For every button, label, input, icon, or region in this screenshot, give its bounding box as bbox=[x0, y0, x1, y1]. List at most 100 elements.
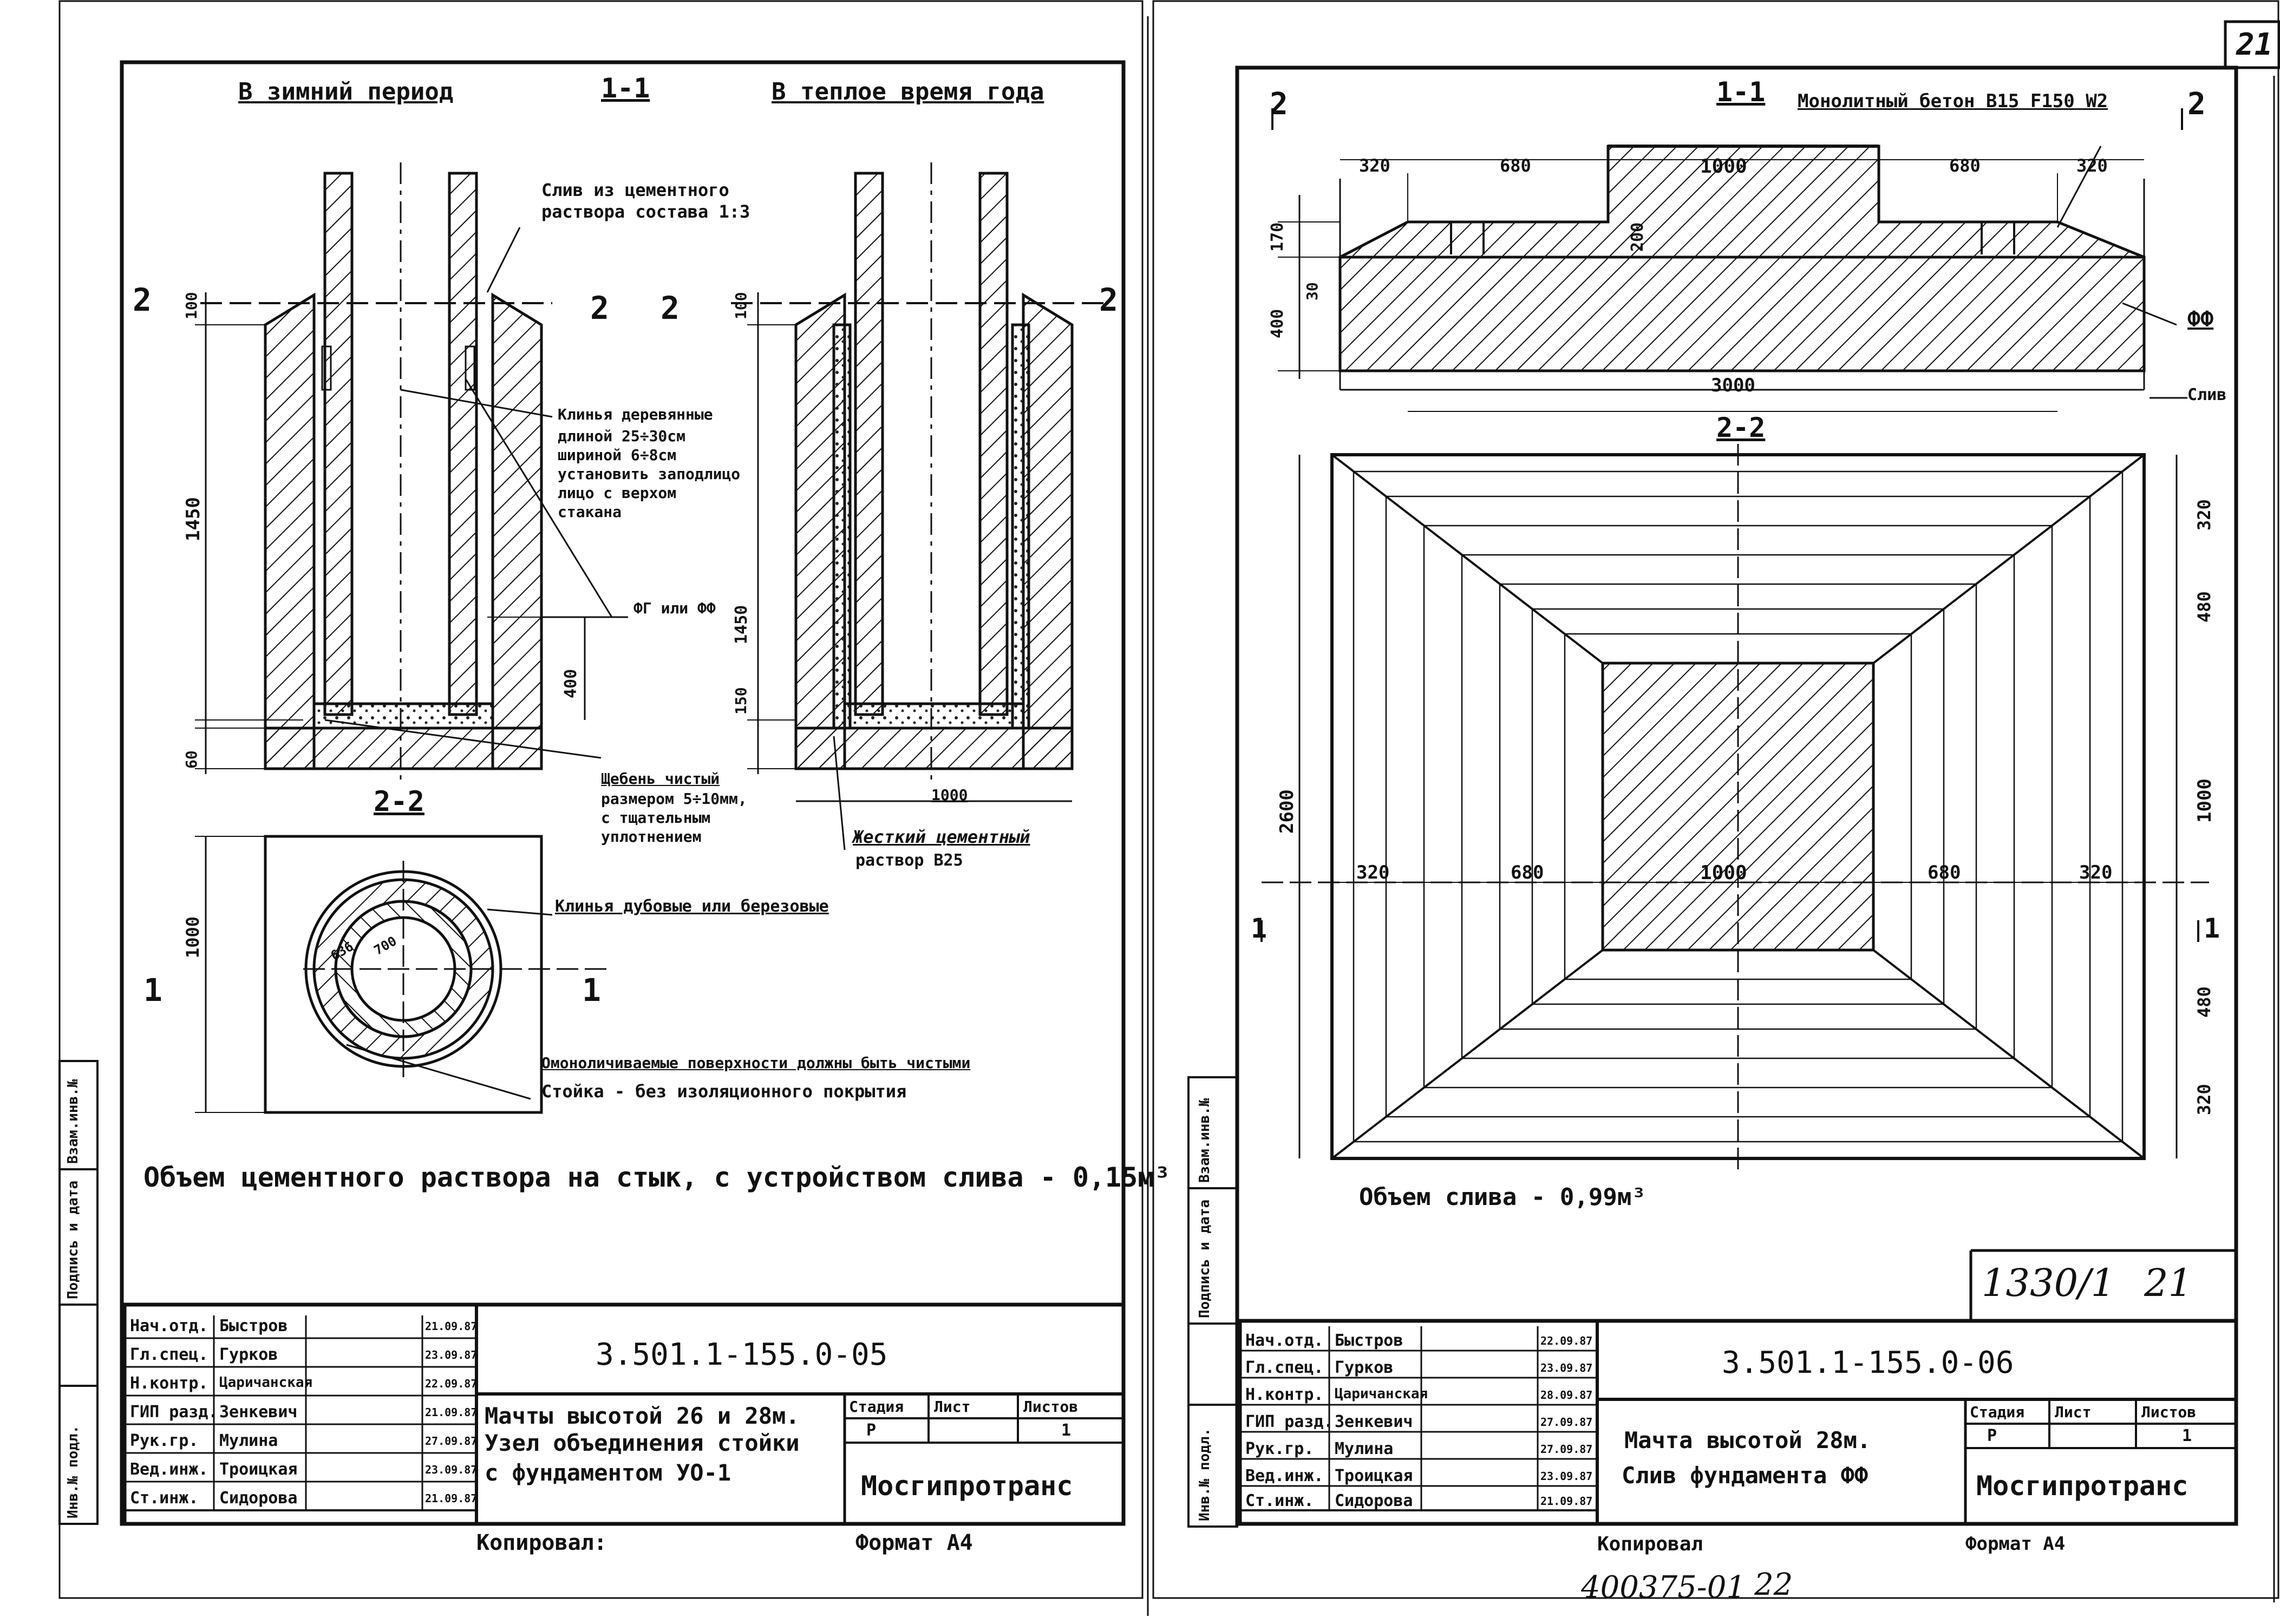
dim-1000-left-v: 1000 bbox=[182, 916, 203, 958]
role-left-3: Н.контр. bbox=[130, 1374, 208, 1393]
label-wedges-5: лицо с верхом bbox=[558, 484, 677, 502]
date-left-2: 23.09.87 bbox=[425, 1348, 478, 1361]
name-left-7: Сидорова bbox=[219, 1489, 298, 1508]
name-left-3: Царичанская bbox=[219, 1374, 313, 1391]
role-left-1: Нач.отд. bbox=[130, 1317, 208, 1335]
left-summer-section bbox=[731, 162, 1105, 850]
title-line-left-3: с фундаментом УО-1 bbox=[485, 1459, 731, 1486]
dim-400-left: 400 bbox=[561, 669, 580, 698]
mark-2-left-c: 2 bbox=[661, 290, 680, 326]
dim-60-left: 60 bbox=[182, 750, 200, 769]
header-winter: В зимний период bbox=[238, 78, 454, 106]
name-left-6: Троицкая bbox=[219, 1460, 298, 1479]
role-right-1: Нач.отд. bbox=[1245, 1331, 1324, 1350]
date-left-4: 21.09.87 bbox=[425, 1406, 478, 1419]
label-ff: ФФ bbox=[2187, 307, 2214, 332]
bottom-number: 400375-01 bbox=[1581, 1570, 1746, 1605]
label-wedges-4: установить заподлицо bbox=[558, 465, 741, 483]
plan-dim-v-5: 320 bbox=[2194, 1084, 2214, 1115]
role-right-3: Н.контр. bbox=[1245, 1385, 1324, 1404]
left-plan-2-2 bbox=[195, 835, 606, 1114]
role-left-2: Гл.спец. bbox=[130, 1345, 208, 1364]
plan-dim-h-5: 320 bbox=[2079, 862, 2113, 883]
dim-100-left-a: 100 bbox=[182, 292, 200, 319]
sheets-header-right: Листов bbox=[2141, 1403, 2197, 1421]
date-right-2: 23.09.87 bbox=[1540, 1361, 1593, 1374]
margin-stamp-right-3: Взам.инв.№ bbox=[1197, 1098, 1213, 1183]
role-left-5: Рук.гр. bbox=[130, 1431, 199, 1450]
stage-value-right: Р bbox=[1987, 1426, 1997, 1445]
org-right: Мосгипротранс bbox=[1976, 1470, 2188, 1502]
name-left-4: Зенкевич bbox=[219, 1403, 298, 1422]
name-right-3: Царичанская bbox=[1335, 1386, 1428, 1402]
dim-1000-right-a: 1000 bbox=[1700, 155, 1747, 178]
date-right-7: 21.09.87 bbox=[1540, 1495, 1593, 1508]
section-2-2-right: 2-2 bbox=[1716, 412, 1766, 443]
label-gravel-4: уплотнением bbox=[601, 828, 702, 846]
margin-stamp-left-3: Взам.инв.№ bbox=[65, 1079, 81, 1164]
sheet-number-corner: 21 bbox=[2236, 27, 2273, 62]
dim-400-right: 400 bbox=[1268, 309, 1287, 338]
org-left: Мосгипротранс bbox=[861, 1470, 1073, 1502]
title-line-right-2: Слив фундамента ФФ bbox=[1622, 1462, 1869, 1489]
date-right-6: 23.09.87 bbox=[1540, 1470, 1593, 1483]
mark-2-right-a: 2 bbox=[1270, 87, 1288, 122]
label-wedges-1: Клинья деревянные bbox=[558, 405, 713, 423]
role-right-4: ГИП разд. bbox=[1245, 1412, 1334, 1431]
stage-value-left: Р bbox=[866, 1421, 877, 1440]
plan-dim-h-4: 680 bbox=[1928, 862, 1961, 883]
date-left-6: 23.09.87 bbox=[425, 1463, 478, 1476]
label-gravel-3: с тщательным bbox=[601, 809, 711, 827]
format-left: Формат А4 bbox=[855, 1530, 973, 1555]
stamp-number: 1330/1 bbox=[1982, 1261, 2115, 1305]
label-gravel-1: Щебень чистый bbox=[601, 770, 720, 788]
name-right-6: Троицкая bbox=[1335, 1466, 1413, 1485]
name-right-5: Мулина bbox=[1335, 1439, 1394, 1458]
title-line-left-1: Мачты высотой 26 и 28м. bbox=[485, 1403, 800, 1429]
header-section-1-1-left: 1-1 bbox=[601, 73, 650, 104]
mark-1-left-b: 1 bbox=[582, 972, 601, 1009]
date-left-7: 21.09.87 bbox=[425, 1492, 478, 1505]
date-right-3: 28.09.87 bbox=[1540, 1389, 1593, 1402]
plan-dim-h-1: 320 bbox=[1356, 862, 1390, 883]
label-slab-mortar-1: Слив из цементного bbox=[541, 180, 729, 200]
label-gravel-2: размером 5÷10мм, bbox=[601, 790, 747, 808]
plan-dim-v-1: 320 bbox=[2194, 499, 2214, 531]
dim-150-left: 150 bbox=[732, 687, 750, 715]
role-left-6: Вед.инж. bbox=[130, 1460, 208, 1479]
dim-1450-left-a: 1450 bbox=[182, 497, 204, 541]
role-right-5: Рук.гр. bbox=[1245, 1439, 1314, 1458]
bottom-sheet: 22 bbox=[1754, 1567, 1793, 1602]
left-title-block-lines bbox=[122, 1302, 1126, 1526]
label-wedges-6: стакана bbox=[558, 503, 622, 521]
mark-2-left-a: 2 bbox=[133, 281, 152, 318]
dim-680-right-b: 680 bbox=[1949, 155, 1981, 176]
sheet-header-left: Лист bbox=[934, 1398, 971, 1416]
label-wedges-2: длиной 25÷30см bbox=[558, 427, 686, 445]
name-right-7: Сидорова bbox=[1335, 1491, 1413, 1510]
date-right-4: 27.09.87 bbox=[1540, 1416, 1593, 1429]
mark-2-right-b: 2 bbox=[2187, 87, 2206, 122]
plan-dim-h-3: 1000 bbox=[1700, 862, 1747, 884]
stage-header-left: Стадия bbox=[849, 1398, 904, 1416]
plan-dim-v-4: 480 bbox=[2194, 986, 2214, 1018]
role-right-7: Ст.инж. bbox=[1245, 1491, 1314, 1510]
stage-header-right: Стадия bbox=[1970, 1403, 2025, 1421]
dim-100-left-b: 100 bbox=[732, 292, 750, 319]
header-section-1-1-right: 1-1 bbox=[1716, 76, 1766, 108]
name-right-2: Гурков bbox=[1335, 1358, 1394, 1377]
name-left-1: Быстров bbox=[219, 1317, 288, 1335]
format-right: Формат А4 bbox=[1965, 1533, 2066, 1555]
label-slab-mortar-2: раствора состава 1:3 bbox=[541, 201, 750, 222]
mark-1-right-a: 1 bbox=[1251, 913, 1268, 944]
plan-dim-v-2: 480 bbox=[2194, 591, 2214, 623]
title-line-right-1: Мачта высотой 28м. bbox=[1624, 1427, 1871, 1453]
mark-2-left-b: 2 bbox=[590, 290, 609, 326]
left-winter-section bbox=[195, 162, 628, 780]
margin-stamp-right-1: Инв.№ подл. bbox=[1197, 1427, 1213, 1521]
sheets-value-right: 1 bbox=[2182, 1426, 2192, 1445]
date-left-3: 22.09.87 bbox=[425, 1377, 478, 1390]
date-left-1: 21.09.87 bbox=[425, 1320, 478, 1333]
copied-left: Копировал: bbox=[476, 1530, 607, 1555]
dim-200: 200 bbox=[1628, 222, 1647, 252]
